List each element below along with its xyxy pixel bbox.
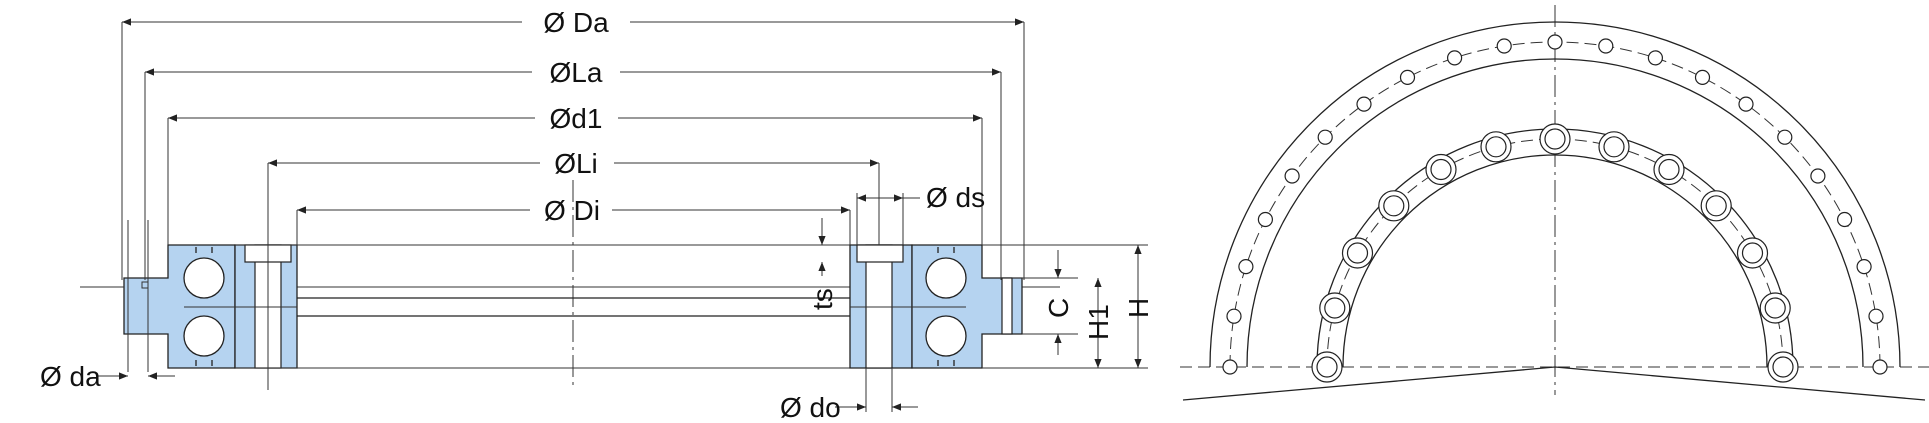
plan-outer-bolt-hole bbox=[1868, 308, 1884, 324]
dim-Da: Ø Da bbox=[122, 7, 1024, 38]
plan-inner-bolt-hole bbox=[1485, 136, 1507, 158]
right-bearing-section bbox=[849, 244, 1023, 369]
plan-outer-bolt-hole bbox=[1836, 211, 1853, 228]
plan-inner-bolt-hole bbox=[1544, 128, 1566, 150]
plan-inner-bolt-hole bbox=[1741, 242, 1764, 264]
plan-inner-bolt-hole bbox=[1383, 195, 1405, 217]
plan-bore-edge bbox=[1342, 154, 1768, 368]
label-do: Ø do bbox=[780, 392, 841, 423]
left-bearing-section bbox=[123, 244, 298, 369]
dim-Di: Ø Di bbox=[297, 195, 850, 226]
plan-outer-bolt-hole bbox=[1856, 259, 1872, 275]
plan-inner-bolt-hole bbox=[1324, 297, 1346, 319]
plan-outer-bolt-hole bbox=[1496, 38, 1512, 54]
plan-inner-bolt-hole bbox=[1603, 136, 1625, 158]
label-Da: Ø Da bbox=[543, 7, 609, 38]
plan-outer-bolt-hole bbox=[1647, 50, 1664, 66]
label-Di: Ø Di bbox=[544, 195, 600, 226]
plan-outer-bolt-hole bbox=[1222, 359, 1238, 375]
plan-inner-bolt-hole bbox=[1430, 158, 1452, 181]
dim-d1: Ød1 bbox=[168, 103, 982, 134]
plan-outer-bolt-hole bbox=[1872, 359, 1888, 375]
label-H: H bbox=[1123, 298, 1154, 318]
left-upper-ball bbox=[183, 257, 225, 299]
section-view: Ø Da ØLa Ød1 ØLi Ø Di Ø ds bbox=[40, 7, 1154, 423]
label-ts: ts bbox=[807, 288, 838, 310]
right-upper-ball bbox=[925, 257, 967, 299]
dim-ts: ts bbox=[807, 218, 838, 310]
plan-outer-bolt-hole bbox=[1238, 259, 1254, 275]
label-H1: H1 bbox=[1083, 304, 1114, 340]
plan-outer-bolt-hole bbox=[1446, 50, 1463, 66]
label-d1: Ød1 bbox=[550, 103, 603, 134]
plan-outer-bolt-hole bbox=[1810, 168, 1826, 184]
plan-outer-ring-inner-edge bbox=[1246, 58, 1864, 368]
plan-inner-bolt-hole bbox=[1316, 356, 1338, 378]
plan-outer-bolt-hole bbox=[1226, 308, 1242, 324]
label-Li: ØLi bbox=[554, 148, 598, 179]
dim-H1: H1 bbox=[1083, 278, 1114, 368]
plan-cut-line bbox=[1182, 366, 1926, 401]
label-C: C bbox=[1043, 298, 1074, 318]
label-ds: Ø ds bbox=[926, 182, 985, 213]
right-outer-step bbox=[1001, 277, 1013, 335]
plan-outer-bolt-hole bbox=[1547, 34, 1563, 50]
right-inner-counterbore bbox=[856, 244, 904, 263]
plan-outer-bolt-hole bbox=[1399, 69, 1416, 86]
label-La: ØLa bbox=[550, 57, 603, 88]
plan-outer-bolt-hole bbox=[1598, 38, 1614, 54]
dim-H: H bbox=[1123, 245, 1154, 368]
dim-ds: Ø ds bbox=[857, 182, 985, 213]
plan-inner-bolt-hole bbox=[1772, 356, 1794, 378]
plan-outer-bolt-hole bbox=[1284, 168, 1300, 184]
dim-Li: ØLi bbox=[268, 148, 879, 179]
plan-outer-bolt-hole bbox=[1257, 211, 1274, 228]
dim-da: Ø da bbox=[40, 361, 175, 392]
dim-do: Ø do bbox=[780, 392, 918, 423]
left-lower-ball bbox=[183, 315, 225, 357]
plan-outer-edge bbox=[1209, 21, 1901, 368]
dim-La: ØLa bbox=[145, 57, 1001, 88]
dim-C: C bbox=[1043, 250, 1074, 355]
plan-inner-bolt-hole bbox=[1346, 242, 1369, 264]
plan-bolt-holes bbox=[1222, 34, 1888, 383]
plan-inner-bolt-hole bbox=[1764, 297, 1786, 319]
plan-outer-bolt-hole bbox=[1317, 129, 1333, 145]
plan-outer-bolt-hole bbox=[1356, 96, 1372, 112]
plan-outer-bolt-hole bbox=[1694, 69, 1711, 86]
plan-inner-bolt-hole bbox=[1658, 158, 1680, 181]
label-da: Ø da bbox=[40, 361, 101, 392]
plan-inner-bolt-hole bbox=[1705, 195, 1727, 217]
right-lower-ball bbox=[925, 315, 967, 357]
extension-lines bbox=[80, 22, 1148, 412]
plan-view bbox=[1180, 5, 1929, 401]
plan-outer-bolt-hole bbox=[1777, 129, 1793, 145]
plan-outer-bolt-hole bbox=[1738, 96, 1754, 112]
